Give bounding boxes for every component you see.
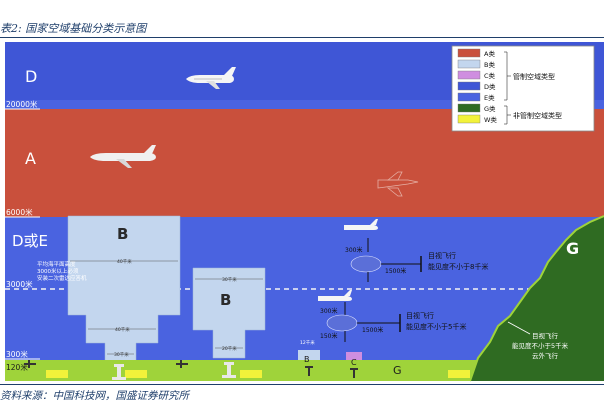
mountain-edge: [469, 215, 604, 382]
zone-label-b-right: B: [220, 291, 231, 309]
control-tower-icon: [112, 364, 126, 380]
zone-w-patch: [240, 370, 262, 378]
zone-label-g-right: G: [566, 239, 579, 258]
upper-alt-label: 300米: [345, 246, 362, 254]
altitude-6000: 6000米: [6, 207, 33, 217]
legend-uncontrolled-label: 非管制空域类型: [513, 111, 562, 120]
legend: A类 B类 C类 D类 E类 G类 W类 管制空域类型 非管制空域类型: [451, 45, 595, 132]
transponder-note-1: 平均海平面高度: [37, 260, 76, 268]
g-annotation-pointer: [507, 321, 531, 335]
zone-w-patch: [125, 370, 147, 378]
figure-source: 资料来源：中国科技网，国盛证券研究所: [0, 390, 189, 402]
g-vfr-label: 目视飞行: [532, 331, 559, 340]
altitude-300: 300米: [6, 349, 28, 359]
caption-rule: [0, 37, 604, 38]
zone-label-d-or-e: D或E: [12, 232, 48, 250]
lower-alt-bottom-label: 150米: [320, 332, 337, 340]
small-plane-icon: [24, 360, 36, 368]
legend-swatch: [457, 70, 481, 80]
source-rule: [0, 384, 604, 385]
transponder-note-2: 3000米以上必须: [37, 267, 79, 275]
b-left-bottom-width: 30千米: [114, 351, 129, 358]
legend-item-label: C类: [484, 71, 496, 80]
upper-vfr-label: 目视飞行: [428, 251, 456, 260]
legend-controlled-label: 管制空域类型: [513, 72, 555, 81]
zone-label-d: D: [25, 67, 37, 86]
lower-alt-top-label: 300米: [320, 307, 337, 315]
legend-swatch: [457, 48, 481, 58]
legend-swatch: [457, 92, 481, 102]
figure-caption: 表2: 国家空域基础分类示意图: [0, 22, 147, 35]
g-visibility-label: 能见度不小于5千米: [512, 341, 569, 350]
upper-visibility-label: 能见度不小于8千米: [428, 262, 488, 271]
lower-dist-label: 1500米: [362, 326, 383, 334]
g-cloud-label: 云外飞行: [532, 351, 559, 360]
legend-item-label: D类: [484, 82, 496, 91]
zone-label-b-left: B: [117, 225, 128, 243]
airliner-icon: [186, 67, 236, 89]
airplane-icon: [344, 219, 378, 230]
altitude-20000: 20000米: [6, 99, 38, 109]
airliner-icon: [90, 145, 156, 168]
zone-label-g-bottom: G: [393, 364, 402, 377]
legend-swatch: [457, 114, 481, 124]
airspace-diagram: D A D或E B B G G B C 20000米 6000米 3000米 3…: [5, 42, 604, 382]
control-tower-icon: [222, 362, 236, 378]
zone-b-right: [192, 267, 266, 359]
altitude-120: 120米: [6, 362, 28, 372]
upper-dist-label: 1500米: [385, 267, 406, 275]
b-right-bottom-width: 20千米: [222, 345, 237, 352]
cloud-icon: [350, 255, 382, 273]
b-right-top-width: 30千米: [222, 276, 237, 283]
small-plane-icon: [176, 360, 188, 368]
control-tower-icon: [305, 366, 313, 376]
altitude-3000: 3000米: [6, 279, 33, 289]
b-left-top-width: 40千米: [117, 258, 132, 265]
transponder-note-3: 安装二次雷达应答机: [37, 274, 87, 282]
legend-swatch: [457, 103, 481, 113]
b-left-mid-width: 40千米: [115, 326, 130, 333]
airplane-icon: [318, 290, 352, 301]
legend-item-label: E类: [484, 93, 495, 102]
lower-vfr-label: 目视飞行: [406, 311, 434, 320]
legend-item-label: A类: [484, 49, 495, 58]
zone-label-c-small: C: [351, 358, 357, 367]
b-small-width: 12千米: [300, 339, 315, 346]
cloud-icon: [326, 314, 358, 332]
legend-item-label: B类: [484, 60, 495, 69]
zone-label-a: A: [25, 149, 36, 168]
zone-label-b-small: B: [304, 355, 310, 364]
zone-w-patch: [46, 370, 68, 378]
legend-item-label: W类: [484, 115, 497, 124]
lower-visibility-label: 能见度不小于5千米: [406, 322, 466, 331]
legend-swatch: [457, 59, 481, 69]
zone-g-mountain: [470, 216, 604, 381]
legend-swatch: [457, 81, 481, 91]
control-tower-icon: [350, 368, 358, 378]
fighter-jet-icon: [377, 171, 419, 197]
legend-item-label: G类: [484, 104, 496, 113]
zone-w-patch: [448, 370, 470, 378]
